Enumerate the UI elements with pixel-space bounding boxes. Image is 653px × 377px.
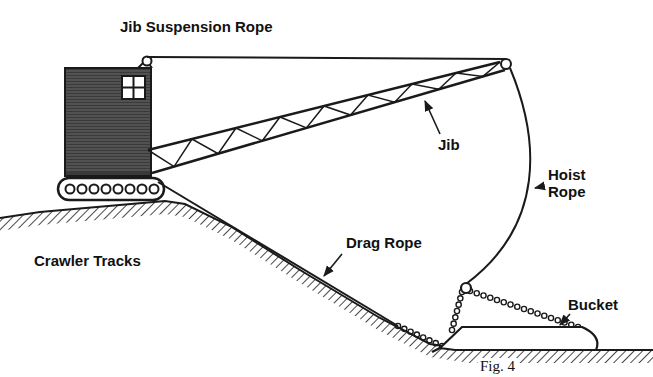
leader-arrow (324, 254, 342, 276)
jib-suspension-rope (147, 57, 506, 59)
part-label: Crawler Tracks (32, 252, 143, 269)
figure-caption: Fig. 4 (478, 358, 517, 375)
hoist-rope (466, 68, 530, 284)
machine-cab (65, 57, 152, 177)
part-label: Bucket (566, 296, 620, 313)
crawler-track (58, 178, 164, 200)
leader-arrow (425, 101, 440, 134)
part-label: Jib (436, 136, 462, 153)
leader-arrow (560, 314, 570, 325)
bucket-body (432, 283, 597, 352)
jib-lattice (148, 59, 511, 173)
part-label: Drag Rope (344, 234, 424, 251)
part-label: Jib Suspension Rope (118, 18, 275, 35)
leader-arrow (535, 186, 544, 188)
ground-line (0, 201, 653, 350)
drag-chain (395, 323, 444, 348)
hoist-chain (467, 288, 580, 329)
part-label: Hoist Rope (546, 166, 600, 200)
drag-rope (158, 182, 398, 326)
